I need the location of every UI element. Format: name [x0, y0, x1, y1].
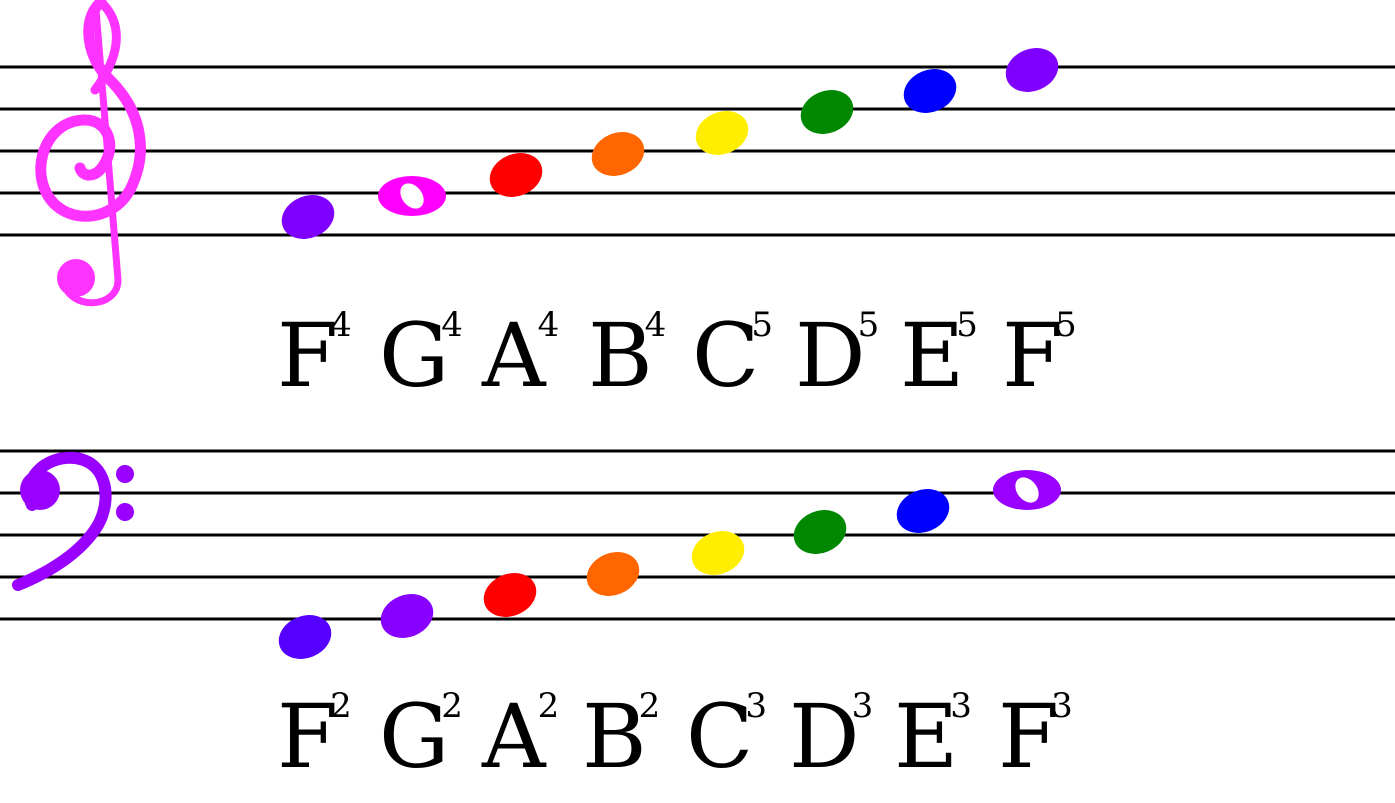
note-head-g4 [378, 176, 446, 216]
note-head-e3 [896, 489, 950, 533]
note-label: E5 [900, 304, 978, 407]
note-head-c5 [695, 111, 749, 155]
note-label: D5 [795, 304, 880, 407]
note-head-c3 [691, 531, 745, 575]
note-head-f4 [281, 195, 335, 239]
note-label: F5 [1002, 304, 1077, 407]
note-label: D3 [789, 685, 874, 788]
treble-staff [0, 0, 1395, 307]
note-head-f2 [278, 615, 332, 659]
note-label: C3 [686, 685, 767, 788]
note-head-f3 [993, 470, 1061, 510]
note-label: B4 [588, 304, 667, 407]
note-label: A4 [482, 304, 560, 407]
bass-note-labels: F2 G2 A2 B2 C3 D3 E3 F3 [0, 685, 1395, 803]
note-head-b2 [586, 552, 640, 596]
treble-clef-icon [35, 0, 146, 307]
note-label: F3 [998, 685, 1073, 788]
note-label: F2 [277, 685, 352, 788]
music-staff-diagram [0, 0, 1395, 659]
note-head-d5 [800, 90, 854, 134]
note-label: F4 [277, 304, 352, 407]
note-label: B2 [582, 685, 661, 788]
note-head-g2 [380, 594, 434, 638]
bass-clef-icon [12, 451, 134, 591]
note-label: E3 [894, 685, 972, 788]
note-label: G2 [379, 685, 463, 788]
treble-note-labels: F4 G4 A4 B4 C5 D5 E5 F5 [0, 304, 1395, 422]
note-label: G4 [379, 304, 463, 407]
note-head-e5 [903, 69, 957, 113]
note-head-a2 [483, 573, 537, 617]
note-head-b4 [591, 132, 645, 176]
note-label: A2 [482, 685, 560, 788]
note-label: C5 [692, 304, 773, 407]
note-head-d3 [793, 510, 847, 554]
bass-staff [0, 449, 1395, 659]
note-head-a4 [489, 153, 543, 197]
note-head-f5 [1005, 48, 1059, 92]
